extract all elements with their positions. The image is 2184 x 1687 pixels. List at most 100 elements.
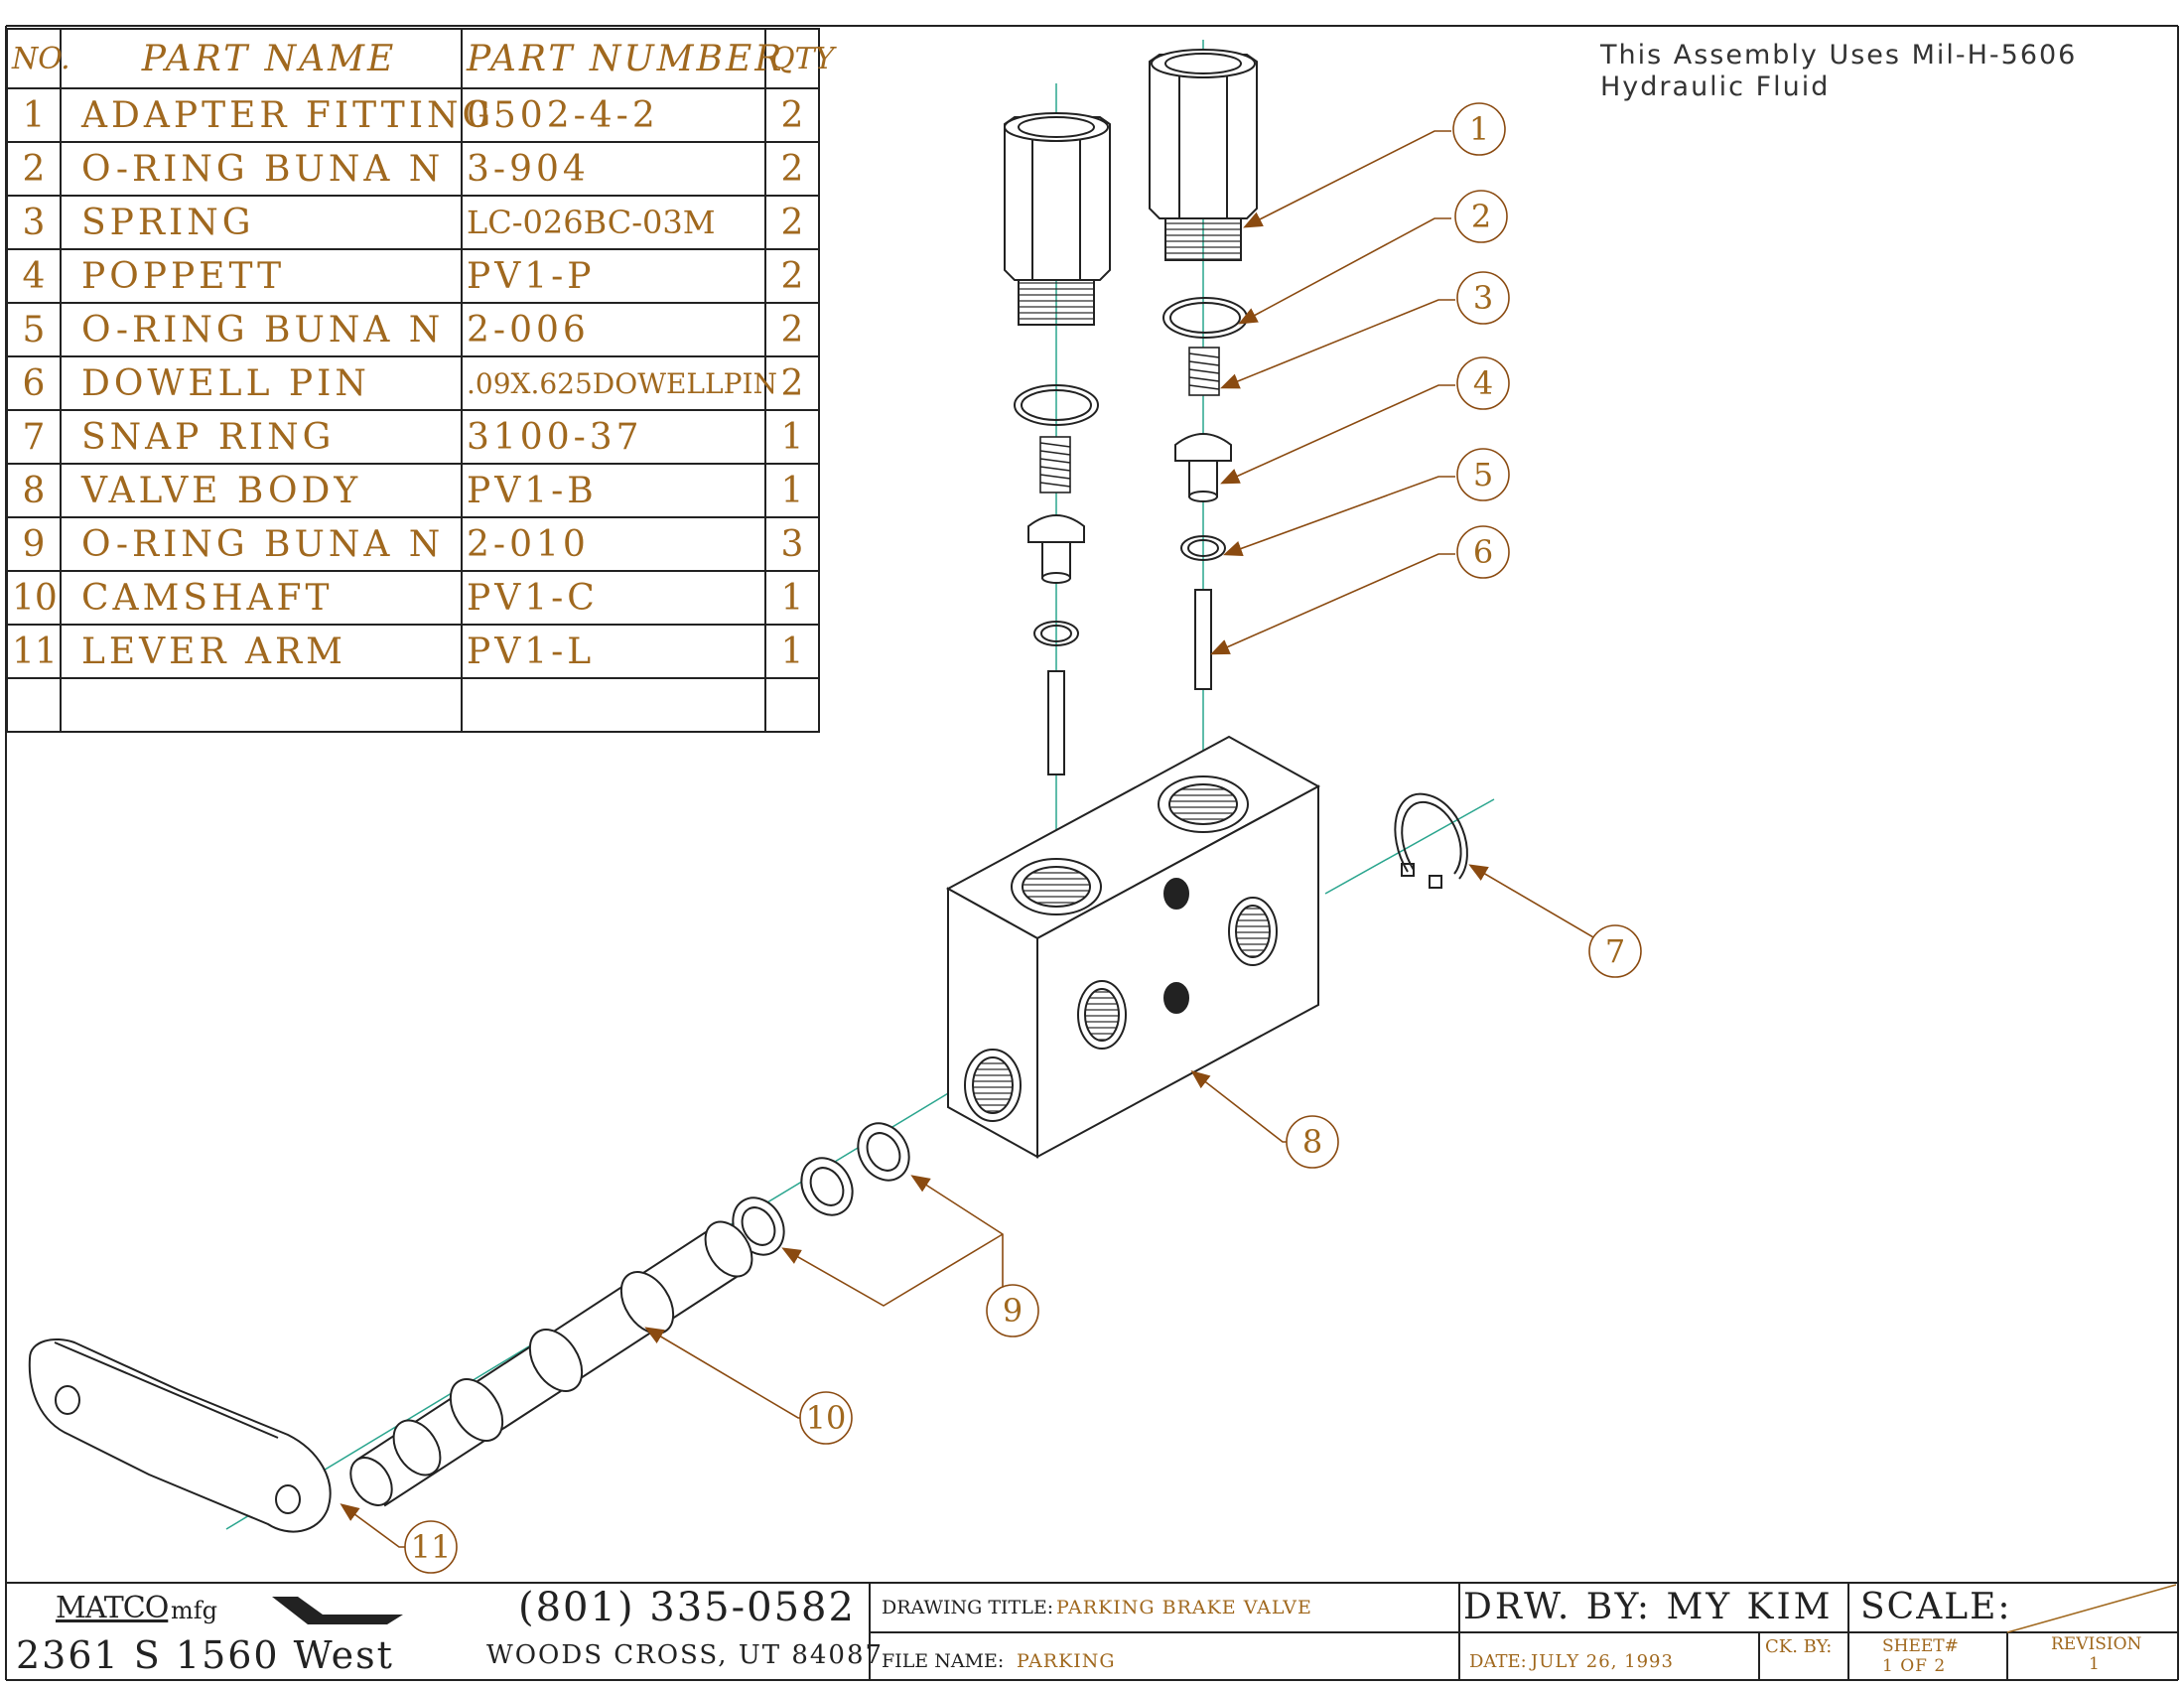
- adapter-fitting-right: [1149, 49, 1258, 261]
- revision-label: REVISION: [2051, 1634, 2142, 1654]
- drawing-title-label: DRAWING TITLE:: [882, 1597, 1054, 1618]
- row-no: 4: [6, 248, 62, 304]
- sheet-label: SHEET#: [1882, 1636, 1959, 1656]
- row-part-name: LEVER ARM: [60, 624, 463, 679]
- balloon-10: [799, 1391, 853, 1445]
- row-qty: 1: [764, 624, 820, 679]
- row-qty: 2: [764, 248, 820, 304]
- row-no: 1: [6, 87, 62, 143]
- row-part-number: .09X.625DOWELLPIN: [461, 355, 777, 411]
- date-label: DATE:: [1469, 1651, 1527, 1672]
- row-qty: 1: [764, 409, 820, 465]
- balloon-label: 1: [1469, 110, 1489, 148]
- o-ring-camshaft: [732, 1122, 910, 1256]
- row-no: 6: [6, 355, 62, 411]
- balloon-label: 8: [1302, 1123, 1322, 1161]
- row-part-name: VALVE BODY: [60, 463, 463, 518]
- company-city: WOODS CROSS, UT 84087: [486, 1640, 885, 1670]
- row-no: 7: [6, 409, 62, 465]
- balloon-4: [1456, 356, 1510, 410]
- row-part-number: PV1-P: [461, 248, 766, 304]
- balloon-label: 4: [1473, 364, 1493, 402]
- row-qty: 2: [764, 141, 820, 197]
- row-part-name: SNAP RING: [60, 409, 463, 465]
- row-qty: 2: [764, 195, 820, 250]
- company-logo: MATCO: [56, 1591, 169, 1625]
- balloon-label: 3: [1473, 279, 1493, 317]
- balloon-7: [1588, 924, 1642, 978]
- company-phone: (801) 335-0582: [518, 1585, 856, 1630]
- table-row-empty: [6, 677, 820, 733]
- row-part-name: O-RING BUNA N: [60, 141, 463, 197]
- row-no: 5: [6, 302, 62, 357]
- row-part-number: PV1-L: [461, 624, 766, 679]
- balloon-label: 9: [1003, 1292, 1023, 1330]
- camshaft: [349, 1220, 753, 1507]
- balloon-3: [1456, 271, 1510, 325]
- company-address: 2361 S 1560 West: [16, 1633, 394, 1677]
- balloon-1: [1452, 102, 1506, 156]
- row-no: 10: [6, 570, 62, 626]
- balloon-5: [1456, 448, 1510, 501]
- valve-body: [945, 735, 1321, 1159]
- row-part-name: ADAPTER FITTING: [60, 87, 490, 143]
- balloon-label: 6: [1473, 533, 1493, 571]
- row-part-number: 0502-4-2: [461, 87, 766, 143]
- parts-list-header-row: NO. PART NAME PART NUMBER QTY: [6, 28, 834, 89]
- row-part-name: O-RING BUNA N: [60, 516, 463, 572]
- row-part-number: 3100-37: [461, 409, 766, 465]
- lever-arm: [28, 1338, 332, 1533]
- row-part-number: LC-026BC-03M: [461, 195, 766, 250]
- snap-ring: [1394, 792, 1468, 889]
- balloon-11: [404, 1520, 458, 1574]
- callout-balloons: 1 2 3 4 5 6 7 8 9 10 11: [404, 102, 1642, 1574]
- header-qty: QTY: [764, 28, 834, 89]
- header-no: NO.: [6, 28, 70, 89]
- balloon-label: 5: [1473, 456, 1493, 493]
- revision-value: 1: [2089, 1654, 2100, 1674]
- sheet-value: 1 OF 2: [1882, 1656, 1947, 1676]
- row-part-name: CAMSHAFT: [60, 570, 463, 626]
- spring: [1039, 347, 1220, 493]
- row-no: 3: [6, 195, 62, 250]
- balloon-2: [1454, 190, 1508, 243]
- row-part-name: O-RING BUNA N: [60, 302, 463, 357]
- file-name-label: FILE NAME:: [882, 1650, 1005, 1672]
- scale-label: SCALE:: [1860, 1587, 2012, 1627]
- checked-by-label: CK. BY:: [1765, 1636, 1833, 1657]
- row-qty: 2: [764, 355, 820, 411]
- row-no: 2: [6, 141, 62, 197]
- hydraulic-fluid-note: This Assembly Uses Mil-H-5606 Hydraulic …: [1600, 40, 2078, 102]
- row-no: 11: [6, 624, 62, 679]
- row-qty: 1: [764, 570, 820, 626]
- row-part-name: POPPETT: [60, 248, 463, 304]
- row-no: 9: [6, 516, 62, 572]
- balloon-label: 2: [1471, 198, 1491, 235]
- row-part-name: SPRING: [60, 195, 463, 250]
- exploded-assembly-view: [28, 40, 1601, 1548]
- company-logo-suffix: mfg: [171, 1597, 218, 1624]
- row-part-name: DOWELL PIN: [60, 355, 463, 411]
- drawn-by: DRW. BY: MY KIM: [1463, 1587, 1834, 1627]
- drawing-title: PARKING BRAKE VALVE: [1056, 1597, 1312, 1618]
- balloon-label: 7: [1605, 932, 1625, 970]
- logo-airplane-icon: [272, 1597, 403, 1624]
- balloon-label: 10: [806, 1399, 847, 1437]
- row-part-number: 2-010: [461, 516, 766, 572]
- file-name: PARKING: [1017, 1650, 1116, 1672]
- header-part-number: PART NUMBER: [461, 28, 781, 89]
- header-part-name: PART NAME: [60, 28, 463, 89]
- adapter-fitting-left: [1004, 112, 1111, 326]
- dowel-pin: [1047, 589, 1212, 775]
